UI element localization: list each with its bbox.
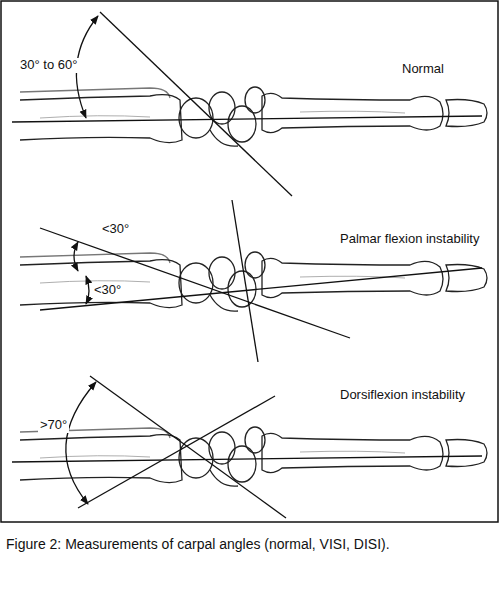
figure-caption: Figure 2: Measurements of carpal angles … xyxy=(6,536,496,553)
angle-label: <30° xyxy=(92,283,123,298)
angle-label: 30° to 60° xyxy=(18,58,79,73)
panel-title: Normal xyxy=(400,62,446,77)
angle-label: <30° xyxy=(100,222,131,237)
panel-title: Dorsiflexion instability xyxy=(338,388,467,403)
panel-title: Palmar flexion instability xyxy=(338,232,481,247)
angle-label: >70° xyxy=(38,418,69,433)
